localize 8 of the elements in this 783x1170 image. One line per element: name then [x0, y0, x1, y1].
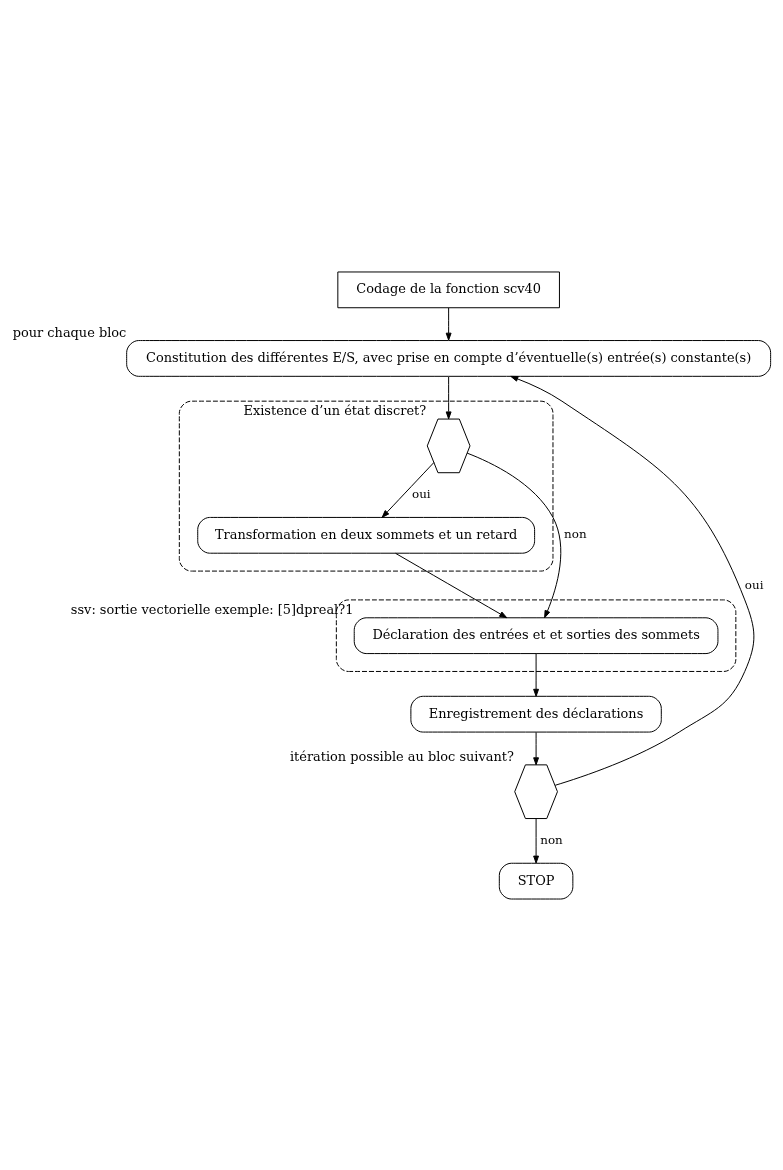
node-label: pour chaque bloc — [12, 324, 127, 340]
edge-label: non — [564, 526, 587, 541]
edge-label: oui — [744, 577, 764, 592]
node-label: itération possible au bloc suivant? — [289, 748, 514, 764]
node-label: Existence d’un état discret? — [243, 402, 427, 418]
node-label: ssv: sortie vectorielle exemple: [5]dpreal?1 — [70, 601, 354, 617]
edge-label: oui — [411, 486, 431, 501]
edge-label: non — [540, 832, 563, 847]
